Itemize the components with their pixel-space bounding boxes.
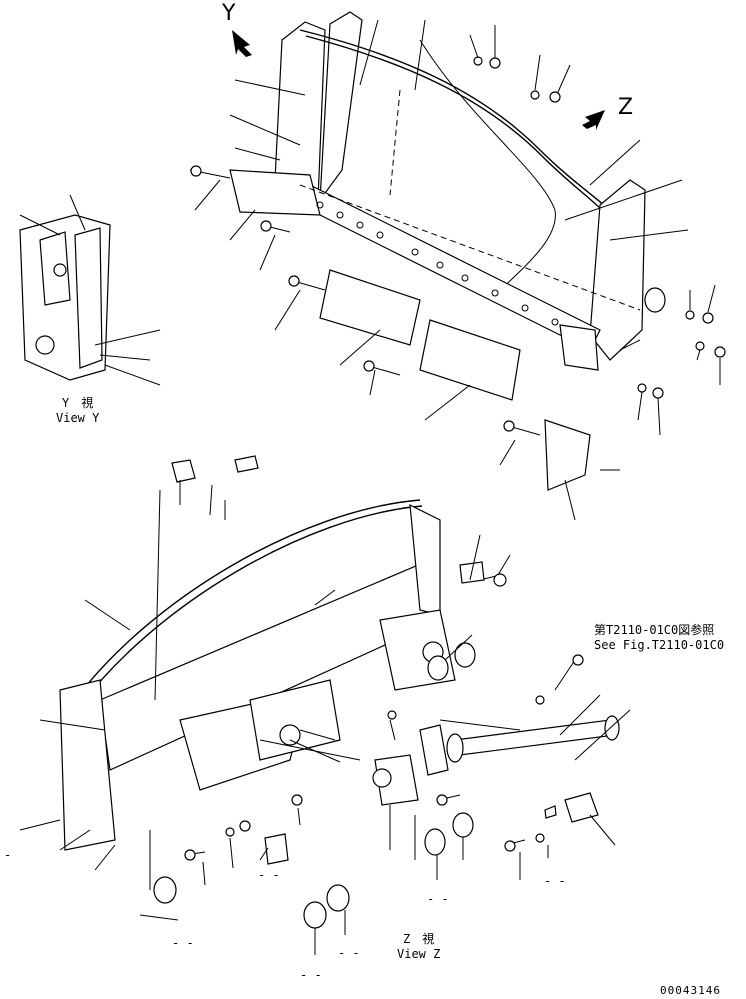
dash-mark: - - (300, 968, 322, 982)
dash-mark: - - (544, 874, 566, 888)
view-z-label-en: View Z (397, 947, 441, 961)
view-y-marker: Y (222, 1, 236, 26)
upper-blade-assembly (189, 11, 726, 521)
view-y-label-en: View Y (56, 411, 100, 425)
reference-label-en: See Fig.T2110-01C0 (594, 638, 725, 652)
edge-bolt-holes (316, 201, 559, 326)
dash-mark: - - (427, 892, 449, 906)
view-z-label-jp: Z 視 (403, 932, 435, 946)
view-y-inset (19, 194, 161, 386)
dash-mark: - - (338, 946, 360, 960)
view-z-marker: Z (618, 95, 634, 120)
reference-label-jp: 第T2110-01C0図参照 (594, 623, 715, 637)
view-y-label-jp: Y 視 (62, 396, 94, 410)
dash-mark: - - (258, 868, 280, 882)
drawing-number: 00043146 (660, 984, 721, 997)
view-z-arrow-icon (582, 110, 605, 130)
lower-frame-assembly (19, 455, 521, 921)
view-y-arrow-icon (232, 30, 252, 57)
view-z-parts (259, 654, 631, 955)
dash-mark: - (4, 848, 12, 862)
dash-mark: - - (172, 936, 194, 950)
